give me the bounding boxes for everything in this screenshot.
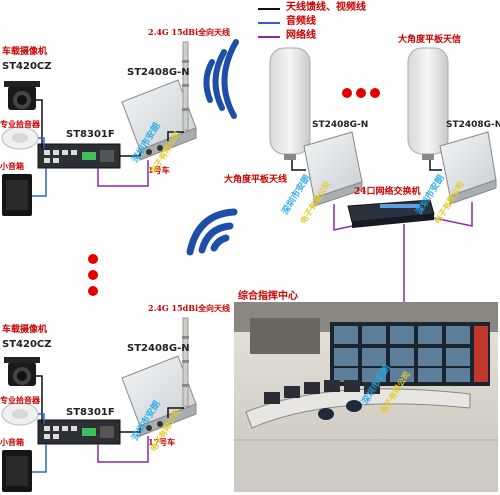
radio-base-left-model: ST2408G-N: [312, 120, 369, 130]
ellipsis-dot: [88, 254, 98, 264]
ellipsis-dot: [370, 88, 380, 98]
network-switch: [347, 199, 435, 228]
pickup-label-bottom: 专业拾音器: [0, 395, 40, 405]
panel-antenna-label-left: 大角度平板天线: [224, 175, 288, 185]
speaker-bottom: [2, 450, 32, 492]
radio-model-top: ST2408G-N: [127, 67, 190, 78]
camera-label-bottom: 车载摄像机: [2, 325, 48, 335]
legend-label-audio: 音频线: [286, 16, 316, 27]
camera-bottom: [4, 357, 40, 386]
ellipsis-dot: [88, 286, 98, 296]
speaker-label-bottom: 小音箱: [0, 437, 24, 447]
switch-label: 24口网络交换机: [354, 187, 421, 197]
radio-model-bottom: ST2408G-N: [127, 343, 190, 354]
command-center-photo: [234, 302, 498, 492]
dvr-bottom: [37, 419, 121, 445]
dvr-top: [37, 143, 121, 169]
radio-base-left: [303, 131, 363, 207]
camera-model-top: ST420CZ: [2, 61, 52, 72]
camera-model-bottom: ST420CZ: [2, 339, 52, 350]
dvr-model-bottom: ST8301F: [66, 407, 115, 418]
wiring-top: [32, 99, 184, 197]
ellipsis-dot: [88, 270, 98, 280]
legend-line-feeder: [258, 8, 280, 10]
ellipsis-dot: [356, 88, 366, 98]
antenna-label-top: 2.4G 15dBi全向天线: [148, 27, 231, 37]
wireless-signal-middle-icon: [186, 208, 238, 256]
pickup-bottom: [1, 402, 39, 426]
legend-label-network: 网络线: [286, 30, 316, 41]
pickup-top: [1, 126, 39, 150]
ellipsis-dot: [342, 88, 352, 98]
panel-antenna-label-right: 大角度平板天信: [398, 35, 462, 45]
command-center-label: 综合指挥中心: [238, 291, 298, 302]
legend-line-network: [258, 36, 280, 38]
antenna-top: [182, 41, 189, 131]
speaker-top: [2, 174, 32, 216]
legend-line-audio: [258, 22, 280, 24]
camera-label-top: 车载摄像机: [2, 47, 48, 57]
antenna-bottom: [182, 317, 189, 407]
radio-base-right-model: ST2408G-N: [446, 120, 500, 130]
wireless-signal-top-icon: [203, 39, 239, 119]
wiring-base: [291, 160, 473, 302]
panel-antenna-right: [407, 47, 449, 160]
dvr-model-top: ST8301F: [66, 129, 115, 140]
antenna-label-bottom: 2.4G 15dBi全向天线: [148, 303, 231, 313]
camera-top: [4, 81, 40, 110]
car-label-bottom: 17号车: [148, 437, 176, 447]
legend-label-feeder: 天线馈线、视频线: [286, 2, 366, 13]
pickup-label-top: 专业拾音器: [0, 119, 40, 129]
radio-base-right: [439, 131, 497, 205]
car-label-top: 1号车: [148, 165, 170, 175]
panel-antenna-left: [269, 47, 311, 160]
speaker-label-top: 小音箱: [0, 161, 24, 171]
wiring-bottom: [32, 375, 184, 473]
